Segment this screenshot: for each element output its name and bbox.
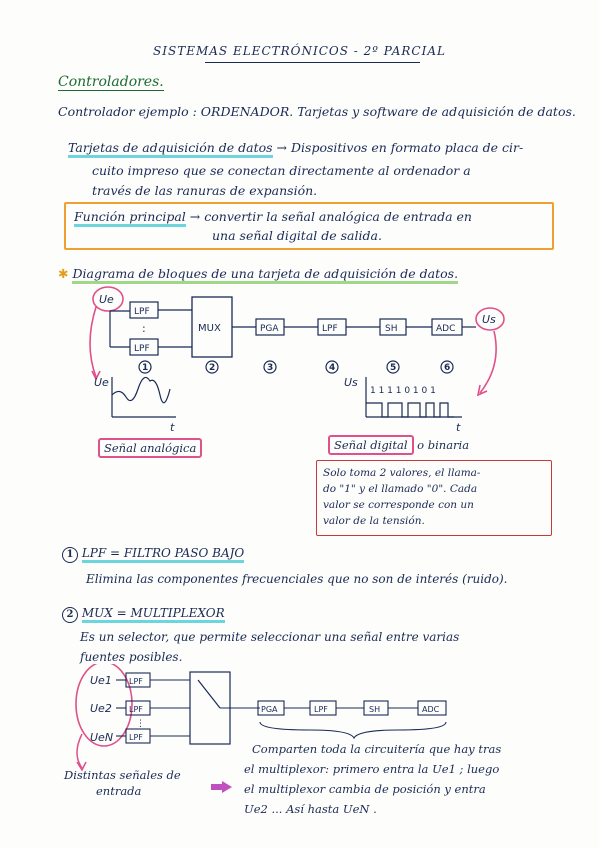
- tarjetas-text1: Dispositivos en formato placa de cir-: [291, 140, 524, 155]
- mux-section-num: 2: [62, 607, 78, 623]
- num-3: 3: [267, 363, 273, 373]
- us-circle: [475, 307, 505, 331]
- lpf-section-num: 1: [62, 547, 78, 563]
- label-digital-suffix: o binaria: [417, 438, 470, 452]
- note-line2: do "1" y el llamado "0". Cada: [323, 483, 478, 495]
- note-line3: valor se corresponde con un: [323, 499, 474, 511]
- inputs-ellipse: [75, 664, 133, 747]
- funcion-box: [64, 202, 554, 250]
- mux-lpf-3-label: LPF: [129, 733, 143, 742]
- mux-line1: Es un selector, que permite seleccionar …: [80, 630, 460, 644]
- diagram-heading: Diagrama de bloques de una tarjeta de ad…: [72, 266, 459, 284]
- analog-wave: [111, 376, 171, 404]
- mux-left-note2: entrada: [96, 784, 142, 798]
- mux-pga-label: PGA: [261, 705, 278, 714]
- switch-lever: [197, 679, 221, 709]
- star-icon: ✱: [58, 266, 69, 281]
- lpf-dots: :: [142, 322, 146, 335]
- pink-arrow-right: [479, 330, 497, 394]
- sh-label: SH: [385, 324, 397, 334]
- digital-y-label: Us: [344, 376, 358, 389]
- num-6: 6: [444, 363, 450, 373]
- mux-sh-label: SH: [369, 705, 380, 714]
- diagram-heading-line: ✱ Diagrama de bloques de una tarjeta de …: [58, 266, 459, 284]
- mux-right-note2: el multiplexor: primero entra la Ue1 ; l…: [244, 762, 500, 776]
- tarjetas-term: Tarjetas de adquisición de datos: [68, 140, 273, 158]
- lpf-text: Elimina las componentes frecuenciales qu…: [86, 572, 508, 586]
- num-1: 1: [142, 363, 148, 373]
- ue-label: Ue: [99, 293, 114, 306]
- lpf-2-label: LPF: [322, 324, 338, 334]
- binary-note-box: Solo toma 2 valores, el llama- do "1" y …: [316, 460, 552, 536]
- digital-bits: 1 1 1 1 0 1 0 1: [370, 386, 436, 396]
- digital-wave: [366, 402, 454, 418]
- tarjetas-arrow: →: [276, 140, 288, 155]
- note-line1: Solo toma 2 valores, el llama-: [323, 467, 481, 479]
- mux-lpf-4-label: LPF: [314, 705, 328, 714]
- input-uen: UeN: [90, 731, 113, 744]
- svg-text:⋮: ⋮: [136, 719, 145, 729]
- analog-y-label: Ue: [94, 376, 109, 389]
- mux-right-note3: el multiplexor cambia de posición y entr…: [244, 782, 486, 796]
- pink-arrowhead-left: [91, 370, 101, 381]
- shared-brace: [259, 721, 447, 740]
- tarjetas-line2: cuito impreso que se conectan directamen…: [92, 163, 471, 178]
- lpf-top-label: LPF: [134, 307, 150, 317]
- section-heading: Controladores.: [58, 74, 164, 91]
- num-5: 5: [390, 363, 396, 373]
- funcion-line1: Función principal → convertir la señal a…: [74, 209, 472, 227]
- pga-label: PGA: [260, 324, 279, 334]
- mux-heading: MUX = MULTIPLEXOR: [81, 606, 225, 623]
- mux-lpf-1-label: LPF: [129, 677, 143, 686]
- input-ue1: Ue1: [90, 674, 112, 687]
- funcion-line2: una señal digital de salida.: [212, 228, 382, 243]
- mux-left-note1: Distintas señales de: [64, 768, 181, 782]
- input-ue2: Ue2: [90, 702, 112, 715]
- lpf-heading: LPF = FILTRO PASO BAJO: [81, 546, 245, 563]
- lpf-heading-line: 1 LPF = FILTRO PASO BAJO: [62, 546, 245, 563]
- title-underline: [205, 62, 420, 63]
- mux-adc-label: ADC: [422, 705, 440, 714]
- pink-arrowhead-right: [476, 384, 488, 397]
- mux-right-note4: Ue2 ... Así hasta UeN .: [244, 802, 377, 816]
- block-diagram: Ue LPF : LPF MUX PGA LPF SH ADC Us 1 2 3…: [89, 286, 505, 434]
- note-line4: valor de la tensión.: [323, 515, 425, 527]
- inputs-arrow: [76, 733, 83, 769]
- num-4: 4: [329, 363, 335, 373]
- tarjetas-line1: Tarjetas de adquisición de datos → Dispo…: [68, 140, 524, 158]
- lpf-bottom-label: LPF: [134, 344, 150, 354]
- analog-x-label: t: [170, 421, 175, 434]
- pink-arrow-left: [89, 306, 97, 378]
- arrow-right-icon: [211, 781, 232, 793]
- label-analog: Señal analógica: [98, 438, 203, 458]
- page-title: SISTEMAS ELECTRÓNICOS - 2º PARCIAL: [153, 44, 446, 58]
- adc-label: ADC: [436, 324, 455, 334]
- ue-circle: [92, 286, 124, 312]
- mux-right-note1: Comparten toda la circuitería que hay tr…: [252, 742, 502, 756]
- mux-lpf-2-label: LPF: [129, 705, 143, 714]
- label-digital-wrap: Señal digital o binaria: [328, 435, 470, 455]
- intro-text: Controlador ejemplo : ORDENADOR. Tarjeta…: [58, 104, 576, 119]
- mux-adc: [417, 700, 447, 716]
- mux-line2: fuentes posibles.: [80, 650, 183, 664]
- funcion-text1: → convertir la señal analógica de entrad…: [189, 209, 472, 224]
- tarjetas-line3: través de las ranuras de expansión.: [92, 183, 318, 198]
- funcion-term: Función principal: [74, 209, 186, 227]
- digital-x-label: t: [456, 421, 461, 434]
- mux-heading-line: 2 MUX = MULTIPLEXOR: [62, 606, 225, 623]
- num-2: 2: [209, 363, 215, 373]
- mux-label: MUX: [198, 323, 221, 334]
- us-label: Us: [482, 313, 496, 326]
- label-digital: Señal digital: [328, 435, 414, 455]
- mux-diagram: Ue1 Ue2 UeN LPF LPF ⋮ LPF PGA LPF SH ADC: [75, 664, 447, 772]
